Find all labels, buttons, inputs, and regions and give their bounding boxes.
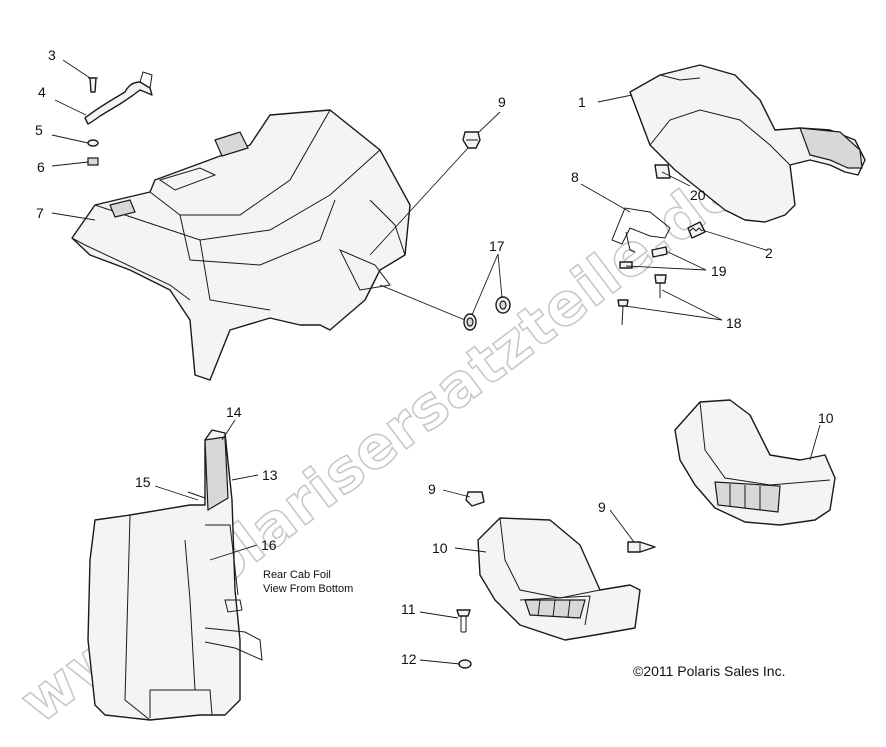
callout-1: 1 [578, 94, 586, 110]
note-line-1: Rear Cab Foil [263, 569, 331, 581]
callout-10-right: 10 [818, 410, 834, 426]
callout-19: 19 [711, 263, 727, 279]
callout-6: 6 [37, 159, 45, 175]
callout-20: 20 [690, 187, 706, 203]
callout-11: 11 [401, 601, 416, 617]
push-pins-mid [465, 491, 656, 553]
hardware-3-6 [84, 71, 153, 166]
grommets [463, 296, 511, 331]
seat-latch-hardware [611, 207, 706, 326]
callout-9-right: 9 [598, 499, 606, 515]
push-pin-top [462, 131, 481, 149]
footwell-right [674, 399, 836, 526]
callout-5: 5 [35, 122, 43, 138]
callout-18: 18 [726, 315, 742, 331]
callout-14: 14 [226, 404, 242, 420]
leader-lines [51, 59, 821, 665]
callout-numbers: 3 4 5 6 7 9 1 8 20 2 17 19 18 14 13 15 1… [35, 47, 834, 667]
note-line-2: View From Bottom [263, 583, 353, 595]
side-cab-view [87, 429, 263, 721]
callout-4: 4 [38, 84, 46, 100]
copyright: ©2011 Polaris Sales Inc. [633, 663, 785, 679]
callout-7: 7 [36, 205, 44, 221]
callout-9-left: 9 [428, 481, 436, 497]
callout-13: 13 [262, 467, 278, 483]
footwell-center [477, 517, 641, 641]
callout-8: 8 [571, 169, 579, 185]
callout-2: 2 [765, 245, 773, 261]
rear-cab [71, 109, 411, 381]
callout-9-top: 9 [498, 94, 506, 110]
hardware-11-12 [456, 609, 472, 669]
callout-12: 12 [401, 651, 417, 667]
callout-10-center: 10 [432, 540, 448, 556]
callout-17: 17 [489, 238, 505, 254]
callout-16: 16 [261, 537, 277, 553]
callout-3: 3 [48, 47, 56, 63]
callout-15: 15 [135, 474, 151, 490]
seat [629, 64, 866, 223]
